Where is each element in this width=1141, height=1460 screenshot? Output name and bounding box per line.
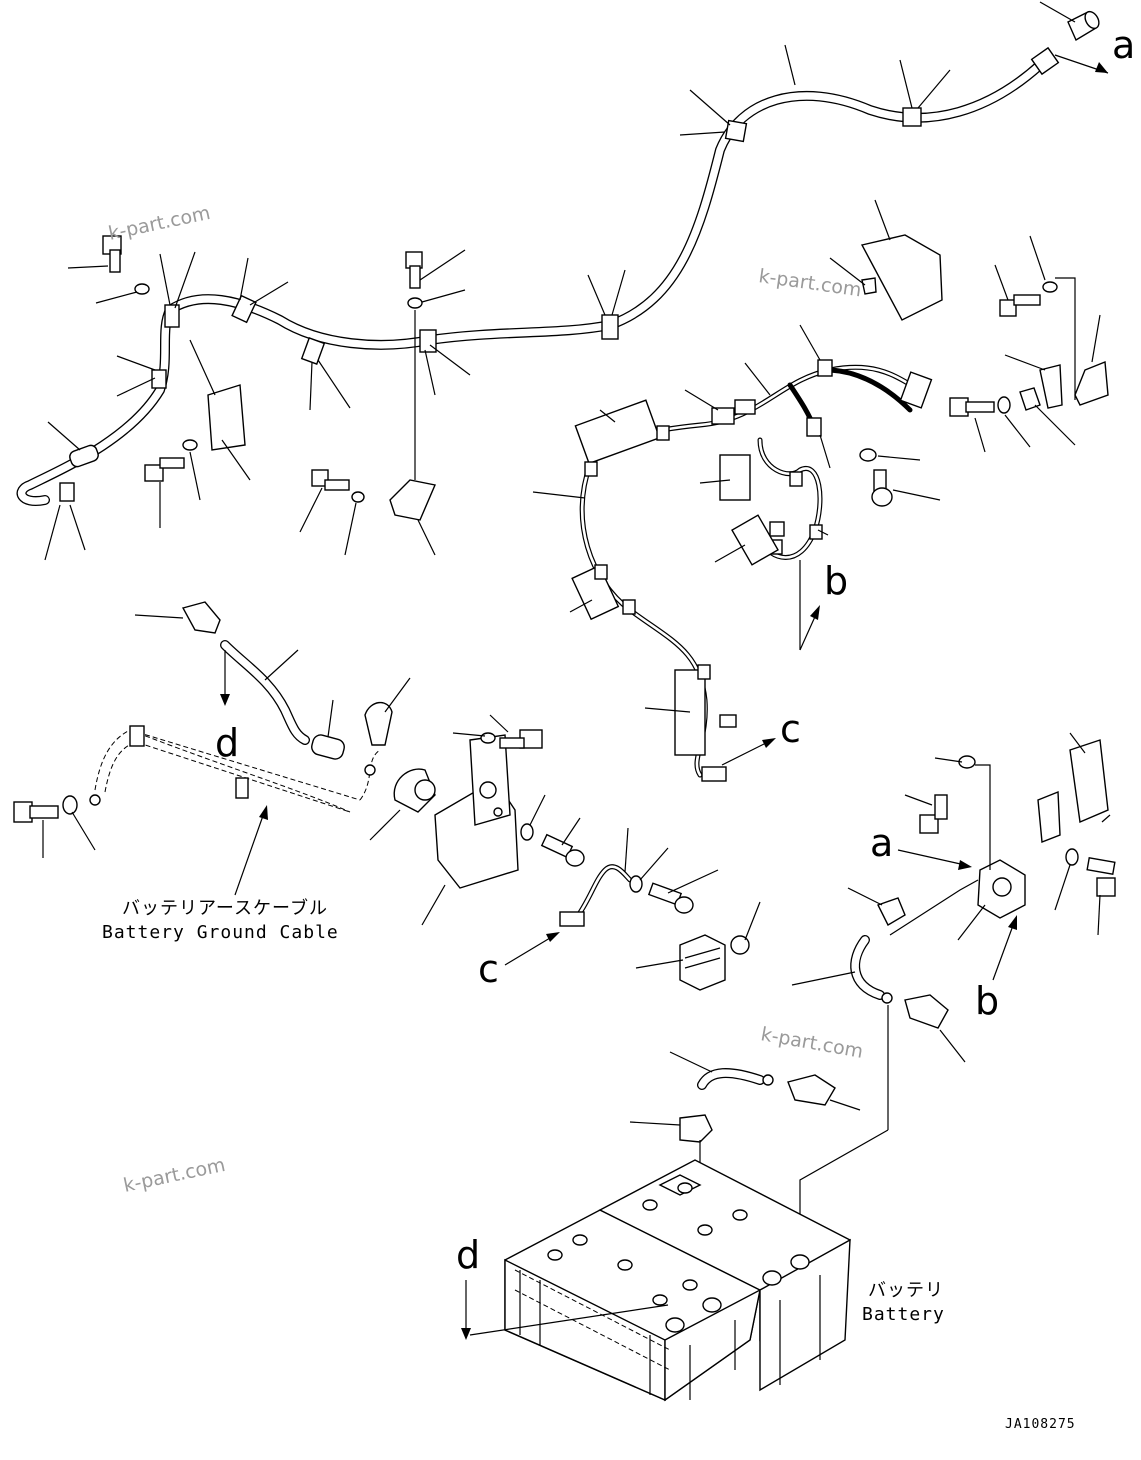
clamp: [235, 777, 249, 799]
clip: [594, 564, 608, 580]
watermark: k-part.com: [121, 1154, 227, 1197]
bolt: [871, 469, 893, 507]
wire-protector: [574, 399, 661, 465]
watermark: k-part.com: [106, 202, 212, 245]
clamp: [419, 329, 437, 353]
bracket: [389, 479, 436, 521]
sleeve: [311, 734, 345, 760]
wire-protector: [571, 564, 620, 621]
battery-ground-cable-label-en: Battery Ground Cable: [102, 922, 339, 943]
clamp: [300, 337, 326, 365]
washer: [1065, 848, 1079, 866]
washer: [62, 795, 78, 815]
washer: [407, 297, 423, 309]
bolt: [405, 251, 423, 289]
bolt: [540, 833, 585, 867]
battery-ground-cable-label-jp: バッテリアースケーブル: [122, 897, 328, 919]
wire-protector: [731, 514, 779, 566]
leader-lines: [42, 1, 1111, 1126]
wire-protector: [719, 454, 751, 501]
bolt: [999, 294, 1041, 317]
connector: [711, 407, 735, 425]
clip: [622, 599, 636, 615]
clip: [1019, 387, 1041, 411]
battery-label-en: Battery: [862, 1304, 945, 1325]
grommet: [730, 935, 750, 955]
connector: [719, 714, 737, 728]
clip: [697, 664, 711, 680]
ref-letter-c-bottom: c: [478, 947, 499, 991]
connector: [734, 399, 756, 415]
battery-label-jp: バッテリ: [868, 1280, 944, 1301]
bolt: [144, 457, 185, 482]
clamp: [601, 314, 619, 340]
main-battery-cable: [16, 10, 1100, 506]
connector: [701, 766, 727, 782]
battery-ground-cable: [89, 601, 393, 813]
bolt: [311, 469, 350, 491]
clip: [817, 359, 833, 377]
bolt: [499, 729, 543, 749]
connector: [559, 911, 585, 927]
bracket: [207, 384, 246, 451]
ref-letter-d-left: d: [215, 721, 239, 765]
wiring-harness: [571, 359, 933, 782]
clamp: [129, 725, 145, 747]
clip: [789, 471, 803, 487]
watermark: k-part.com: [759, 1023, 865, 1063]
terminal-cover: [679, 1114, 713, 1143]
washer: [997, 396, 1011, 414]
ref-letter-d-bottom: d: [456, 1233, 480, 1277]
clip: [809, 524, 823, 540]
clamp: [231, 294, 257, 324]
drawing-code: JA108275: [1005, 1417, 1076, 1432]
washer: [629, 875, 643, 893]
ref-letter-c-top: c: [780, 707, 801, 751]
washer: [520, 823, 534, 841]
ref-letter-b-top: b: [824, 559, 848, 603]
clamp: [164, 304, 180, 328]
battery-right: [598, 1159, 851, 1392]
cap: [364, 701, 393, 746]
washer: [351, 491, 365, 503]
bracket: [1074, 361, 1109, 406]
cable-end-sleeve: [1030, 46, 1060, 76]
terminal-cover: [181, 601, 221, 634]
clamp: [902, 107, 922, 127]
clamp: [724, 119, 748, 143]
washer: [1042, 281, 1058, 293]
bolt: [102, 235, 122, 273]
wire-protector: [674, 669, 706, 756]
ref-letter-b-bottom: b: [975, 979, 999, 1023]
clamp: [59, 482, 75, 502]
bolt: [949, 397, 995, 417]
ref-letter-a-top: a: [1112, 23, 1135, 67]
terminal-cover: [787, 1074, 836, 1106]
ref-letter-a-bottom: a: [870, 821, 893, 865]
reference-arrows: [220, 54, 1109, 1340]
washer: [134, 283, 150, 295]
battery-left: [504, 1209, 761, 1402]
washer: [859, 448, 877, 462]
bolt: [647, 882, 694, 914]
cover-plate: [1069, 739, 1109, 824]
terminal-cover: [904, 994, 949, 1029]
connector: [899, 371, 933, 409]
bolt: [13, 801, 59, 823]
terminal-cover: [69, 444, 99, 468]
clip: [584, 461, 598, 477]
bolt: [1086, 857, 1116, 897]
clip: [656, 425, 670, 441]
sleeve: [877, 897, 906, 926]
connector: [806, 417, 822, 437]
washer: [480, 732, 496, 744]
bolt: [919, 794, 948, 834]
connector: [769, 521, 785, 537]
cover: [860, 234, 943, 321]
washer: [182, 439, 198, 451]
